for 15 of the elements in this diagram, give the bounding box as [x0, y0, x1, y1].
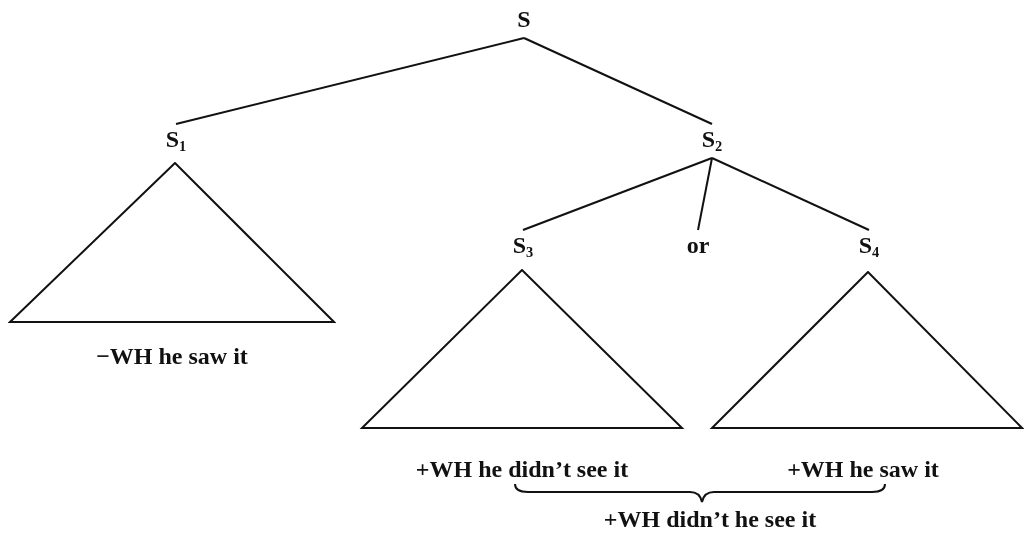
- terminal-string: +WH he didn’t see it: [414, 457, 630, 481]
- tree-node-label: or: [677, 232, 719, 262]
- tree-branch: [522, 157, 713, 231]
- tree-node-label: S$_{4}$: [846, 232, 892, 262]
- tree-branch: [175, 37, 525, 125]
- tree-branch: [711, 157, 870, 231]
- tree-node-label: S: [504, 6, 544, 36]
- tree-node-label: S$_{2}$: [690, 126, 734, 156]
- tree-node-label: S$_{3}$: [500, 232, 546, 262]
- tree-branch: [697, 157, 713, 231]
- combined-string: +WH didn’t he see it: [602, 507, 818, 531]
- tree-branch: [523, 37, 713, 125]
- terminal-string: −WH he saw it: [95, 344, 249, 368]
- tree-node-label: S$_{1}$: [155, 126, 197, 156]
- terminal-string: +WH he saw it: [786, 457, 940, 481]
